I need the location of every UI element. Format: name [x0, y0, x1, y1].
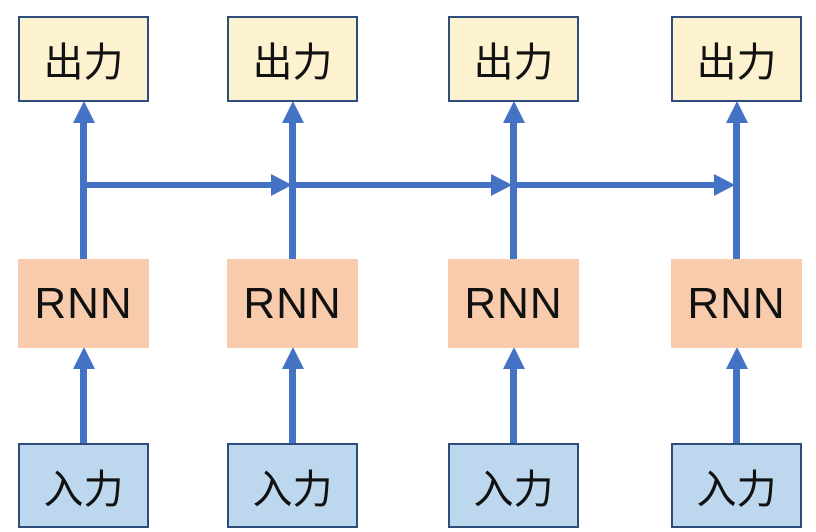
- rnn-label: RNN: [464, 278, 563, 328]
- up-arrowhead-icon: [282, 101, 304, 123]
- input-box: 入力: [227, 443, 358, 528]
- rnn-label: RNN: [34, 278, 133, 328]
- up-arrowhead-icon: [282, 347, 304, 369]
- rnn-to-output-arrow-shaft: [733, 118, 740, 259]
- input-label: 入力: [43, 467, 124, 512]
- output-label: 出力: [43, 41, 124, 85]
- output-box: 出力: [448, 16, 579, 102]
- right-arrowhead-icon: [714, 174, 735, 196]
- rnn-label: RNN: [687, 278, 786, 328]
- rnn-box: RNN: [671, 259, 802, 348]
- input-box: 入力: [18, 443, 149, 528]
- input-box: 入力: [448, 443, 579, 528]
- output-box: 出力: [227, 16, 358, 102]
- input-label: 入力: [473, 467, 554, 512]
- output-box: 出力: [671, 16, 802, 102]
- rnn-to-output-arrow-shaft: [80, 118, 87, 259]
- rnn-box: RNN: [448, 259, 579, 348]
- input-label: 入力: [696, 467, 777, 512]
- recurrent-arrow-shaft-2: [293, 182, 492, 188]
- input-label: 入力: [252, 467, 333, 512]
- up-arrowhead-icon: [726, 347, 748, 369]
- rnn-to-output-arrow-shaft: [289, 118, 296, 259]
- input-to-rnn-arrow-shaft: [289, 366, 296, 444]
- rnn-label: RNN: [243, 278, 342, 328]
- up-arrowhead-icon: [503, 101, 525, 123]
- input-to-rnn-arrow-shaft: [80, 366, 87, 444]
- output-box: 出力: [18, 16, 149, 102]
- up-arrowhead-icon: [726, 101, 748, 123]
- input-box: 入力: [671, 443, 802, 528]
- right-arrowhead-icon: [491, 174, 512, 196]
- rnn-box: RNN: [227, 259, 358, 348]
- recurrent-arrow-shaft-3: [514, 182, 715, 188]
- input-to-rnn-arrow-shaft: [733, 366, 740, 444]
- input-to-rnn-arrow-shaft: [510, 366, 517, 444]
- output-label: 出力: [696, 41, 777, 85]
- up-arrowhead-icon: [73, 347, 95, 369]
- recurrent-arrow-shaft-1: [84, 182, 272, 188]
- rnn-to-output-arrow-shaft: [510, 118, 517, 259]
- output-label: 出力: [473, 41, 554, 85]
- output-label: 出力: [252, 41, 333, 85]
- right-arrowhead-icon: [271, 174, 292, 196]
- up-arrowhead-icon: [503, 347, 525, 369]
- up-arrowhead-icon: [73, 101, 95, 123]
- rnn-box: RNN: [18, 259, 149, 348]
